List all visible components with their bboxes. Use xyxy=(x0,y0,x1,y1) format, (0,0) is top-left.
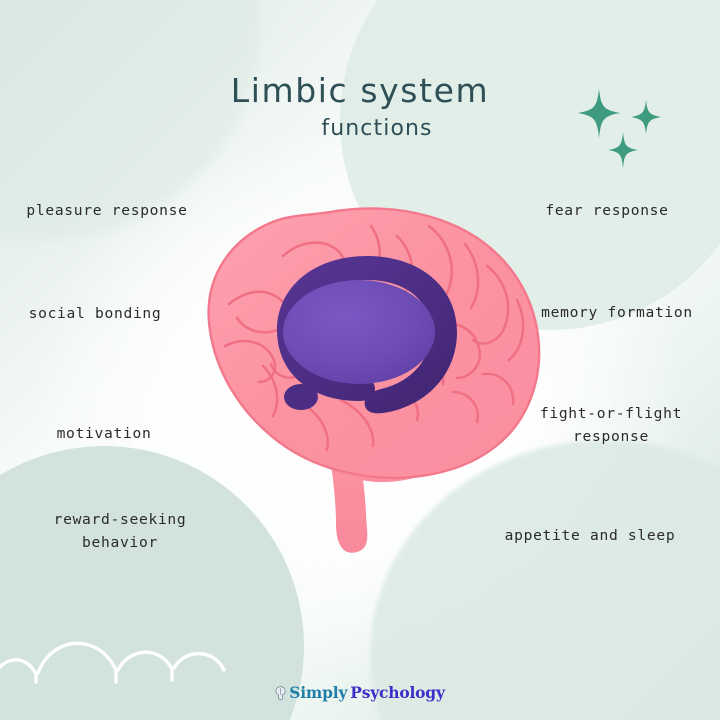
thalamus-shape xyxy=(283,280,435,384)
brain-illustration xyxy=(165,196,561,562)
label-motivation: motivation xyxy=(56,425,152,442)
amygdala-shape xyxy=(284,384,318,410)
label-fear-response: fear response xyxy=(545,202,669,219)
sparkle-stars-decoration xyxy=(576,80,676,172)
brain-logo-icon xyxy=(275,685,286,700)
label-pleasure-response: pleasure response xyxy=(26,202,188,219)
label-social-bonding: social bonding xyxy=(28,305,162,322)
footer-logo[interactable]: Simply Psychology xyxy=(0,683,720,702)
brand-psychology: Psychology xyxy=(350,683,445,702)
sparkle-icon-small xyxy=(631,100,661,134)
label-memory-formation: memory formation xyxy=(541,304,693,321)
label-reward-seeking-behavior: reward-seeking behavior xyxy=(53,511,187,552)
sparkle-icon-large xyxy=(578,89,620,138)
cloud-arches-decoration xyxy=(0,550,270,720)
brand-simply: Simply xyxy=(289,683,348,702)
label-appetite-and-sleep: appetite and sleep xyxy=(504,527,676,544)
label-fight-or-flight-response: fight-or-flight response xyxy=(539,405,683,446)
sparkle-icon-medium xyxy=(608,132,638,168)
